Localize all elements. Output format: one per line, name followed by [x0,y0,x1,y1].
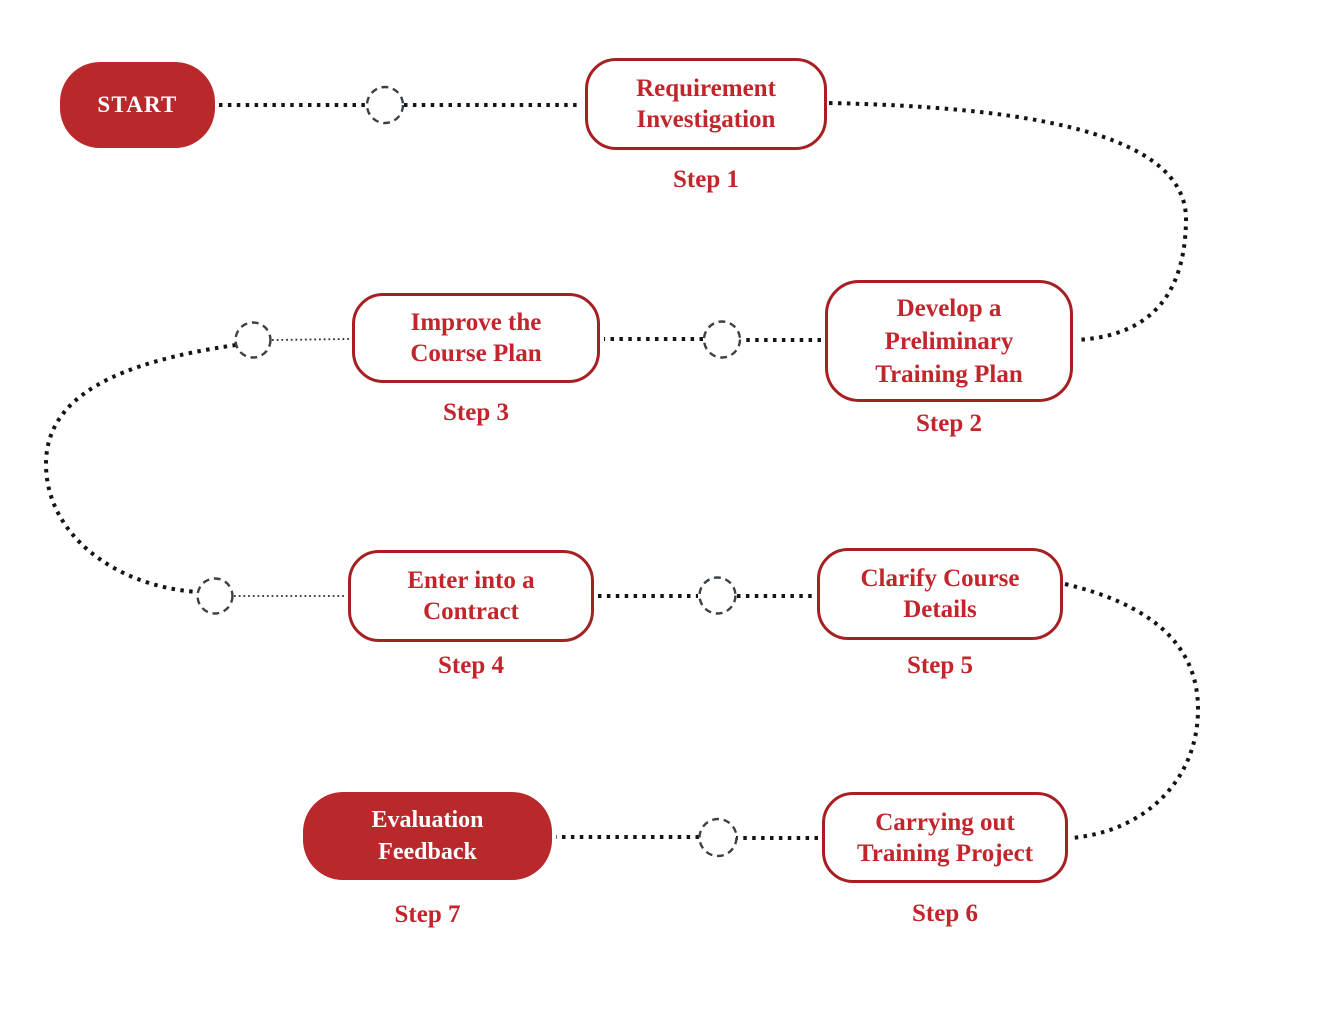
junction-circle-3 [234,321,272,359]
node-step3: Improve the Course Plan [352,293,600,383]
step1-label: Step 1 [673,166,739,193]
node-step4: Enter into a Contract [348,550,594,642]
step4-label: Step 4 [438,652,504,679]
node-step2: Develop a Preliminary Training Plan [825,280,1073,402]
node-step5-line: Clarify Course [860,565,1020,592]
node-step1-line: Requirement [636,75,776,102]
connector-step3-to-junction3 [271,338,350,341]
node-step5: Clarify Course Details [817,548,1063,640]
step3-label: Step 3 [443,399,509,426]
node-step6: Carrying out Training Project [822,792,1068,883]
step6-label: Step 6 [912,900,978,927]
step2-label: Step 2 [916,410,982,437]
node-step4-line: Contract [423,598,519,625]
node-step5-line: Details [903,596,977,623]
node-step7-line: Evaluation [371,807,484,833]
connector-arc-step1-to-step2 [828,101,1189,342]
step7-label: Step 7 [394,901,461,928]
node-step2-line: Preliminary [884,327,1014,355]
node-step3-line: Course Plan [410,340,542,367]
node-step6-line: Carrying out [875,808,1015,836]
node-step3-line: Improve the [410,309,542,336]
node-start-label: START [97,92,178,117]
step5-label: Step 5 [907,652,973,679]
node-step2-line: Training Plan [875,360,1023,388]
node-step1: Requirement Investigation [585,58,827,150]
node-step7: Evaluation Feedback [303,792,552,880]
junction-circle-4 [196,577,234,615]
junction-circle-6 [698,817,738,858]
node-step2-line: Develop a [896,294,1002,322]
connector-arc-junction3-to-junction4 [43,343,237,594]
junction-circle-2 [702,320,742,359]
node-step1-line: Investigation [636,106,776,133]
connector-arc-step5-to-step6 [1064,582,1201,840]
node-step6-line: Training Project [856,839,1034,867]
node-start: START [60,62,215,148]
node-step7-line: Feedback [378,839,477,865]
junction-circle-5 [698,576,737,615]
junction-circle-1 [365,85,405,125]
node-step4-line: Enter into a [407,567,535,594]
